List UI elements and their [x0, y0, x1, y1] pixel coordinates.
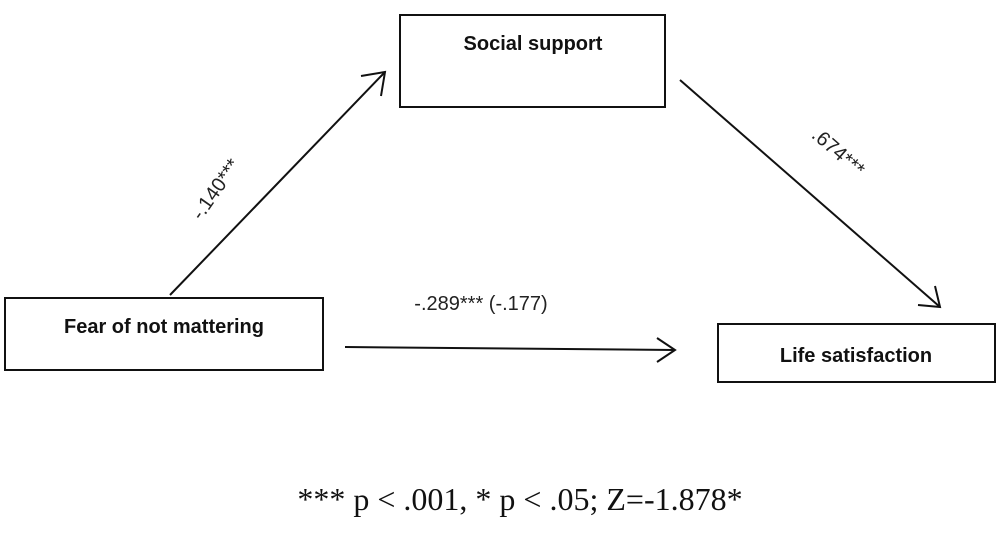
c-path-arrow — [344, 337, 677, 363]
a-path-arrow — [169, 70, 387, 296]
significance-footnote: *** p < .001, * p < .05; Z=-1.878* — [297, 481, 742, 517]
b-path-arrow — [679, 79, 942, 309]
b-path-coefficient: .674*** — [807, 124, 869, 182]
fear-of-not-mattering-box — [4, 297, 324, 371]
fear-of-not-mattering-label: Fear of not mattering — [64, 316, 264, 338]
life-satisfaction-label: Life satisfaction — [780, 345, 932, 367]
social-support-box — [399, 14, 666, 108]
life-satisfaction-box — [717, 323, 996, 383]
c-path-coefficient: -.289*** (-.177) — [414, 293, 547, 315]
social-support-label: Social support — [464, 33, 603, 55]
a-path-coefficient: -.140*** — [187, 155, 245, 224]
